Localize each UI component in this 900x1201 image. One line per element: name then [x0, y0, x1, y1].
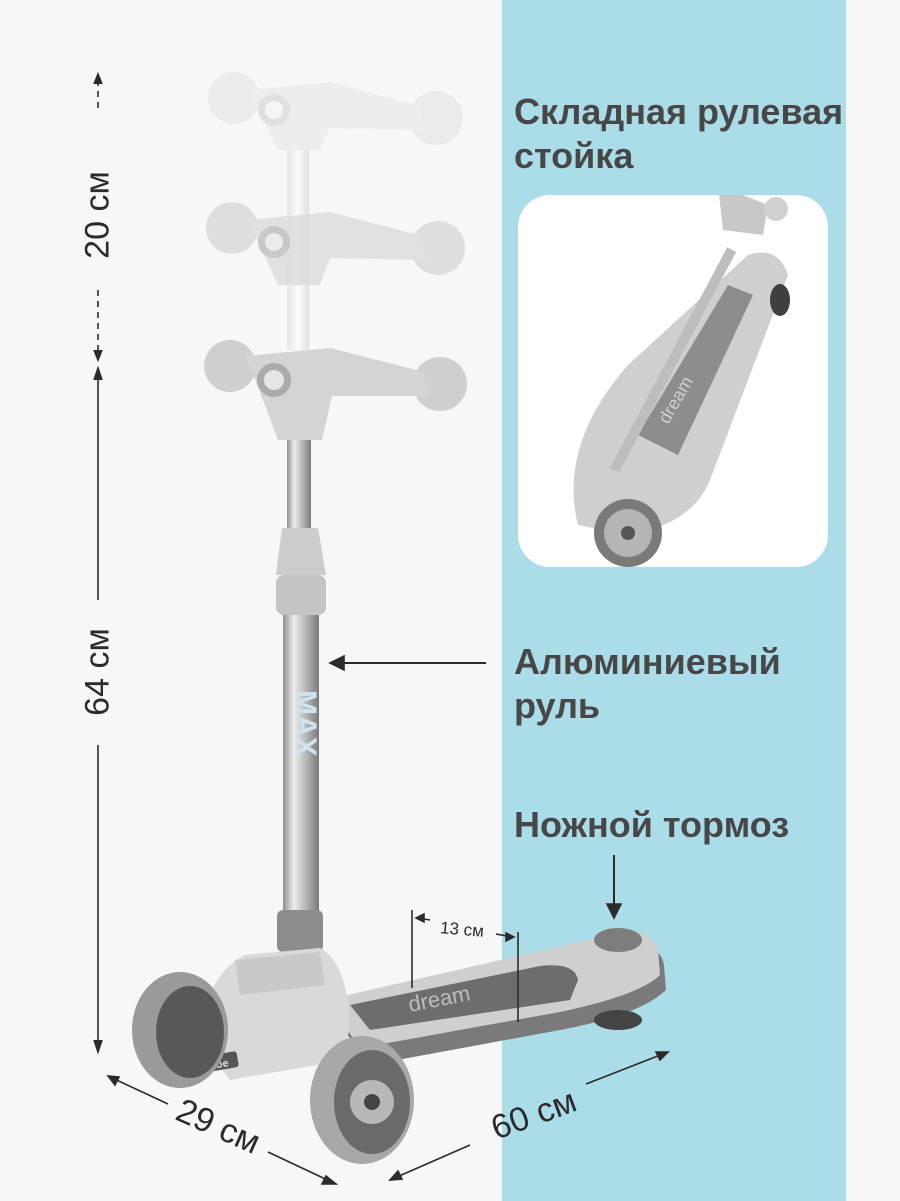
foot-brake: [594, 928, 642, 952]
handlebar-position-top: [208, 72, 463, 350]
dim-height-base: 64 см: [78, 628, 117, 716]
handlebar-position-middle: [206, 202, 465, 285]
folded-scooter-photo: dream: [518, 195, 828, 567]
feature-aluminum-handlebar: Алюминиевый руль: [514, 641, 781, 726]
dimension-lines: [93, 71, 670, 1185]
feature-folding-stem: Складная рулевая стойка: [514, 91, 844, 176]
dim-deck-width: 13 см: [439, 918, 485, 941]
svg-text:MAX: MAX: [289, 690, 322, 757]
front-left-wheel: [132, 972, 228, 1088]
front-right-wheel: [310, 1036, 414, 1164]
handlebar: [204, 340, 467, 440]
dim-height-adjust: 20 см: [78, 171, 117, 259]
feature-foot-brake: Ножной тормоз: [514, 804, 790, 845]
